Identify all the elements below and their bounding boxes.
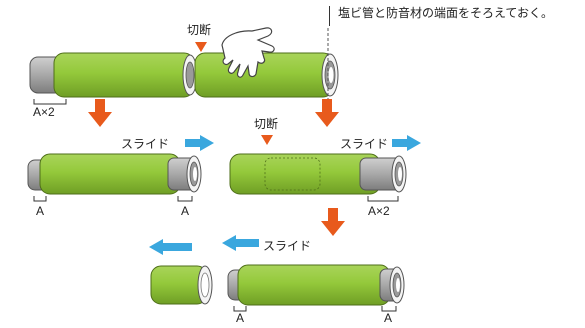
dim-label-ax2-mid: A×2 xyxy=(368,204,390,218)
row2-right-pipe xyxy=(229,153,407,195)
row3-main-pipe xyxy=(227,264,405,306)
cut-label-top: 切断 xyxy=(187,23,212,37)
cut-marker-mid xyxy=(261,135,273,145)
row2-left-pipe xyxy=(27,153,202,195)
orange-down-arrow-mid xyxy=(321,208,345,236)
slide-label-3: スライド xyxy=(263,239,312,253)
orange-down-arrow-left xyxy=(88,99,112,127)
dim-bracket-a-left xyxy=(33,196,47,202)
slide-label-2: スライド xyxy=(340,137,389,151)
slide-label-1: スライド xyxy=(121,137,170,151)
dim-bracket-a-bottom-left xyxy=(233,306,247,312)
row3-cut-piece xyxy=(150,265,213,305)
dim-label-ax2-top: A×2 xyxy=(33,105,55,119)
cut-label-mid: 切断 xyxy=(254,117,279,131)
cut-marker-top xyxy=(195,42,207,52)
dim-label-a-right: A xyxy=(181,204,190,218)
dim-label-a-bottom-left: A xyxy=(236,311,245,325)
dim-bracket-a-bottom-right xyxy=(381,306,397,312)
blue-slide-arrow-4 xyxy=(149,239,192,255)
blue-slide-arrow-3 xyxy=(222,235,259,251)
dim-bracket-ax2-top xyxy=(33,99,67,105)
row1-pipe-assembly xyxy=(29,52,339,98)
dim-bracket-ax2-mid xyxy=(367,196,399,202)
instruction-note: 塩ビ管と防音材の端面をそろえておく。 xyxy=(329,6,585,26)
dim-label-a-left: A xyxy=(36,204,45,218)
dim-label-a-bottom-right: A xyxy=(384,311,393,325)
dim-bracket-a-right xyxy=(177,196,193,202)
orange-down-arrow-right xyxy=(315,99,339,127)
blue-slide-arrow-1 xyxy=(185,135,214,151)
blue-slide-arrow-2 xyxy=(392,135,421,151)
hand-icon xyxy=(221,27,275,78)
